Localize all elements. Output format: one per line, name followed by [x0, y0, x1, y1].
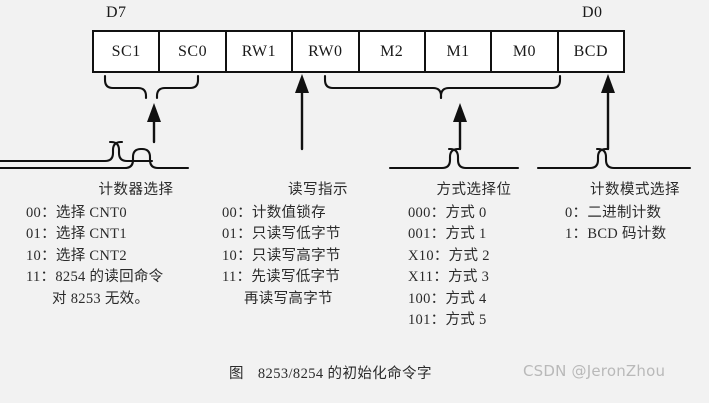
- group-line-mode-3: X11：方式 3: [408, 269, 490, 285]
- control-word-bit-row: SC1 SC0 RW1 RW0 M2 M1 M0 BCD: [92, 30, 625, 73]
- caption-text: 8253/8254 的初始化命令字: [257, 366, 432, 382]
- bit-cell-sc0: SC0: [160, 32, 227, 71]
- brace-counter-top-left: [103, 74, 148, 100]
- group-line-mode-4: 100：方式 4: [408, 290, 487, 307]
- arrowhead-rw: [295, 74, 309, 93]
- brace-counter-top-right: [155, 74, 200, 100]
- group-count-mode-select: 计数模式选择 0：二进制计数 1：BCD 码计数: [565, 180, 705, 246]
- arrowhead-counter: [147, 103, 161, 122]
- arrowhead-bcd: [601, 74, 615, 93]
- group-line-mode-5: 101：方式 5: [408, 312, 487, 328]
- group-line-bcd-0: 0：二进制计数: [565, 204, 662, 221]
- group-line-rw-3: 11：先读写低字节: [222, 269, 341, 285]
- group-line-rw-4: 再读写高字节: [244, 290, 333, 307]
- bit-cell-m2: M2: [360, 32, 426, 71]
- brace-rw-bottom-right: [139, 147, 190, 170]
- group-line-counter-3: 11：8254 的读回命令: [26, 269, 164, 285]
- brace-mode-top-right: [439, 74, 562, 100]
- brace-mode-bottom-left: [388, 147, 461, 170]
- bit-cell-rw0: RW0: [293, 32, 360, 71]
- group-line-rw-1: 01：只读写低字节: [222, 226, 341, 242]
- group-line-rw-0: 00：计数值锁存: [222, 204, 326, 221]
- figure-caption: 图 8253/8254 的初始化命令字: [229, 362, 432, 383]
- brace-mode-top-left: [323, 74, 443, 100]
- group-counter-select: 计数器选择 00：选择 CNT0 01：选择 CNT1 10：选择 CNT2 1…: [26, 180, 216, 310]
- brace-bcd-bottom-left: [536, 147, 609, 170]
- brace-bcd-bottom-right: [595, 147, 692, 170]
- group-line-counter-0: 00：选择 CNT0: [26, 204, 127, 221]
- group-line-counter-1: 01：选择 CNT1: [26, 226, 127, 242]
- group-line-counter-4: 对 8253 无效。: [52, 290, 150, 307]
- group-line-bcd-1: 1：BCD 码计数: [565, 226, 667, 242]
- bit-cell-m0: M0: [492, 32, 559, 71]
- group-title-read-write: 读写指示: [288, 182, 348, 198]
- group-line-mode-2: X10：方式 2: [408, 247, 490, 264]
- group-line-mode-1: 001：方式 1: [408, 226, 487, 242]
- brace-counter-bottom-left: [0, 140, 124, 163]
- group-line-rw-2: 10：只读写高字节: [222, 247, 341, 264]
- bit-label-msb: D7: [106, 4, 127, 21]
- group-line-counter-2: 10：选择 CNT2: [26, 247, 127, 264]
- brace-counter-bottom-right: [108, 140, 154, 163]
- group-title-counter-select: 计数器选择: [98, 182, 174, 198]
- group-title-count-mode: 计数模式选择: [590, 182, 680, 198]
- bit-cell-m1: M1: [426, 32, 493, 71]
- bit-label-lsb: D0: [582, 4, 603, 21]
- brace-mode-bottom-right: [447, 147, 520, 170]
- csdn-watermark: CSDN @JeronZhou: [523, 362, 666, 380]
- group-line-mode-0: 000：方式 0: [408, 204, 487, 221]
- brace-rw-bottom-left: [0, 147, 144, 170]
- bit-cell-bcd: BCD: [573, 42, 609, 60]
- bit-cell-rw1: RW1: [227, 32, 294, 71]
- arrowhead-mode: [453, 103, 467, 122]
- caption-figure-word: 图: [229, 366, 244, 382]
- group-mode-select-bits: 方式选择位 000：方式 0 001：方式 1 X10：方式 2 X11：方式 …: [408, 180, 538, 332]
- bit-cell-sc1: SC1: [94, 32, 161, 71]
- group-title-mode-select: 方式选择位: [436, 182, 512, 198]
- group-read-write-indicator: 读写指示 00：计数值锁存 01：只读写低字节 10：只读写高字节 11：先读写…: [222, 180, 394, 310]
